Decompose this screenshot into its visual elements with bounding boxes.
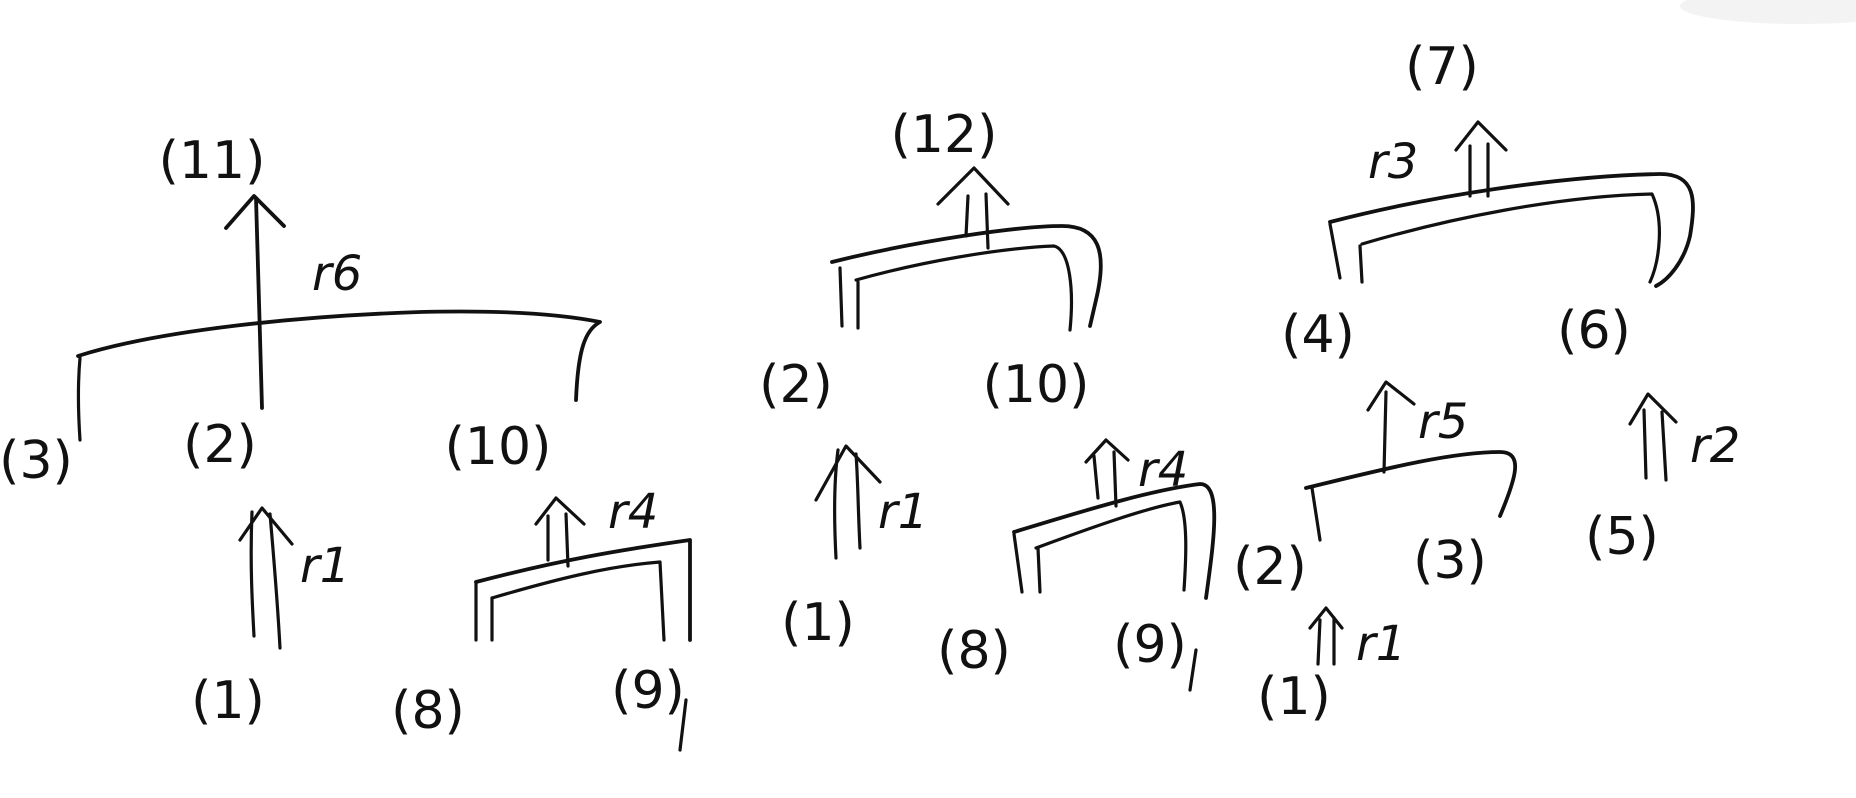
tree-1-child-10: (10): [445, 417, 552, 477]
tree-2-rule-left: r1: [878, 484, 928, 540]
tree-2-double-arrow-r4-a: [1092, 454, 1100, 500]
tree-3-node-3: (3): [1413, 531, 1487, 591]
tree-3-node-5: (5): [1585, 507, 1659, 567]
tree-3-arrow-r5: [1382, 390, 1388, 474]
tree-1-r4-bar-inner: [490, 560, 666, 642]
tree-2-node-8: (8): [937, 621, 1011, 681]
tree-1-left-leg: [76, 356, 82, 442]
tree-2-node-9-tail: [1188, 648, 1198, 692]
tree-1: (11) r6 (3) (2) (10) r1 (1) r4 (8) (9): [0, 131, 692, 752]
tree-1-rule-left: r1: [300, 538, 350, 594]
tree-2: (12) (2) (10) r1 (1) r4 (8) (9): [759, 105, 1217, 692]
tree-2-double-arrow-a: [964, 194, 970, 238]
tree-1-root-node: (11): [159, 131, 266, 191]
tree-3-rule-bottom: r1: [1356, 616, 1406, 672]
tree-2-r4-left-leg-b: [1036, 546, 1042, 594]
tree-2-bar-inner: [854, 244, 1074, 332]
tree-2-double-arrow-r1-b: [854, 452, 862, 550]
tree-3-root-node: (7): [1405, 37, 1479, 97]
tree-3-r5-bar: [1304, 450, 1517, 518]
tree-2-double-arrowhead-r1: [814, 444, 882, 502]
tree-3-left-leg-b: [1358, 244, 1364, 284]
tree-2-r4-bar-inner: [1034, 500, 1188, 592]
tree-3-double-arrow-r2-a: [1642, 408, 1648, 480]
tree-2-root-node: (12): [891, 105, 998, 165]
tree-3-arrowhead-r5: [1366, 380, 1416, 412]
tree-1-child-2: (2): [183, 415, 257, 475]
tree-3-rule-top: r3: [1368, 134, 1418, 190]
tree-2-r4-bar-outer: [1012, 482, 1217, 600]
tree-3-child-6: (6): [1557, 301, 1631, 361]
tree-1-double-arrowhead-r4: [534, 496, 586, 526]
tree-1-double-arrow-r1-b: [268, 512, 282, 650]
tree-1-node-9: (9): [611, 661, 685, 721]
tree-1-r4-bar-outer: [474, 538, 692, 642]
tree-2-bar-outer: [830, 224, 1103, 328]
tree-3-rule-right: r2: [1690, 418, 1740, 474]
tree-2-double-arrow-r4-b: [1112, 450, 1118, 508]
corner-smudge: [1680, 0, 1856, 24]
tree-1-rule-right: r4: [608, 484, 658, 540]
tree-1-child-3: (3): [0, 431, 73, 491]
tree-2-double-arrowhead: [936, 166, 1010, 206]
tree-3: (7) r3 (4) (6) r5 (2) (3) r1 (1) r2 (5): [1233, 37, 1740, 727]
tree-1-node-9-tail: [678, 698, 688, 752]
tree-3-bar-outer: [1328, 172, 1695, 288]
tree-1-double-arrow-r1-a: [249, 510, 256, 638]
tree-1-double-arrowhead-r1: [238, 506, 294, 546]
tree-3-rule-mid: r5: [1418, 394, 1468, 450]
tree-2-double-arrow-b: [984, 192, 990, 250]
tree-1-node-1: (1): [191, 671, 265, 731]
tree-2-double-arrowhead-r4: [1084, 438, 1130, 464]
tree-1-rule-top: r6: [312, 246, 362, 302]
tree-3-node-2: (2): [1233, 537, 1307, 597]
tree-2-child-2: (2): [759, 355, 833, 415]
tree-3-node-1: (1): [1257, 667, 1331, 727]
tree-3-bar-inner: [1360, 192, 1661, 284]
tree-2-child-10: (10): [983, 355, 1090, 415]
tree-1-top-bar: [76, 309, 602, 402]
tree-2-node-1: (1): [781, 593, 855, 653]
tree-3-double-arrowhead-r2: [1628, 392, 1678, 426]
tree-3-double-arrow-r2-b: [1660, 410, 1668, 482]
tree-3-r5-left-leg: [1310, 486, 1322, 542]
tree-1-double-arrow-r4-b: [564, 512, 570, 568]
tree-1-arrowhead-root: [224, 194, 286, 230]
tree-3-child-4: (4): [1281, 305, 1355, 365]
tree-3-double-arrowhead-r1: [1308, 606, 1344, 630]
tree-2-r4-left-leg-a: [1012, 532, 1024, 594]
tree-1-arrow-to-root: [254, 196, 264, 410]
tree-2-left-leg-a: [838, 266, 844, 328]
tree-3-double-arrowhead: [1454, 120, 1508, 152]
tree-2-node-9: (9): [1113, 615, 1187, 675]
tree-3-double-arrow-r1-a: [1316, 618, 1322, 666]
tree-3-left-leg-a: [1328, 222, 1342, 280]
tree-1-node-8: (8): [391, 681, 465, 741]
